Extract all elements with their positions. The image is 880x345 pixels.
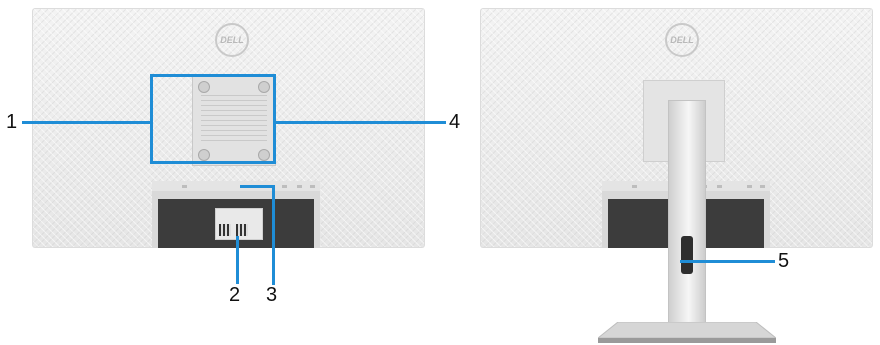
vesa-screw-tl xyxy=(198,81,210,93)
cable-management-slot xyxy=(681,236,693,274)
port-icon xyxy=(747,185,752,188)
callout-line-3-h xyxy=(240,185,275,188)
callout-line-2 xyxy=(236,236,239,284)
regulatory-label xyxy=(201,95,267,145)
vesa-screw-bl xyxy=(198,149,210,161)
callout-number-1: 1 xyxy=(6,111,18,133)
callout-number-4: 4 xyxy=(449,111,461,133)
dell-logo-left: DELL xyxy=(215,23,249,57)
callout-line-1 xyxy=(22,121,151,124)
callout-box-vesa xyxy=(150,74,276,164)
callout-line-3-v xyxy=(272,185,275,285)
stand-base xyxy=(598,322,776,343)
port-icon xyxy=(310,185,315,188)
callout-number-2: 2 xyxy=(229,284,241,306)
dell-logo-right: DELL xyxy=(665,23,699,57)
qr-code xyxy=(236,224,248,236)
port-icon xyxy=(717,185,722,188)
vesa-screw-br xyxy=(258,149,270,161)
port-icon xyxy=(760,185,765,188)
callout-number-3: 3 xyxy=(266,284,278,306)
port-icon xyxy=(632,185,637,188)
port-icon xyxy=(297,185,302,188)
port-icon xyxy=(282,185,287,188)
callout-number-5: 5 xyxy=(778,250,790,272)
service-tag-label xyxy=(215,208,263,240)
stand-neck xyxy=(668,100,706,340)
callout-line-5 xyxy=(680,260,775,263)
vesa-screw-tr xyxy=(258,81,270,93)
qr-code xyxy=(219,224,231,236)
port-icon xyxy=(182,185,187,188)
callout-line-4 xyxy=(274,121,446,124)
monitor-back-left: DELL xyxy=(32,8,425,248)
